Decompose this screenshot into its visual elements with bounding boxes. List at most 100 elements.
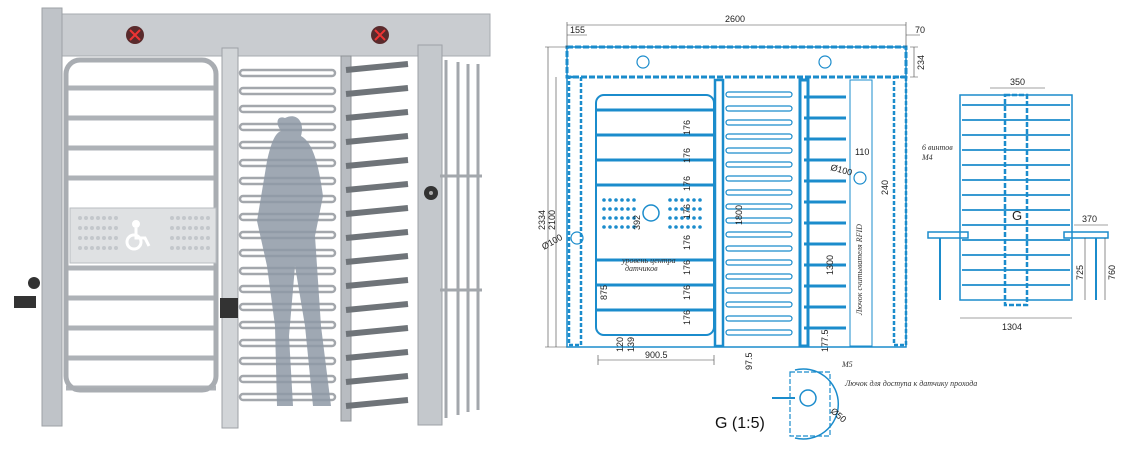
drawing-dot bbox=[680, 198, 684, 202]
perforation-dot bbox=[96, 236, 100, 240]
perforation-dot bbox=[114, 246, 118, 250]
dim-bar-spacing: 176 bbox=[682, 120, 692, 135]
left-post bbox=[41, 7, 63, 427]
perforation-dot bbox=[200, 216, 204, 220]
dim-rotor-height: 1300 bbox=[825, 255, 835, 275]
drawing-dot bbox=[698, 225, 702, 229]
drawing-middle-bar bbox=[725, 231, 793, 238]
drawing-dot bbox=[632, 225, 636, 229]
perforation-dot bbox=[176, 216, 180, 220]
drawing-middle-bar bbox=[725, 175, 793, 182]
perforation-dot bbox=[90, 246, 94, 250]
drawing-dot bbox=[626, 198, 630, 202]
no-entry-icon bbox=[126, 26, 144, 44]
dim-bar-spacing: 176 bbox=[682, 176, 692, 191]
perforation-dot bbox=[96, 226, 100, 230]
perforation-dot bbox=[96, 216, 100, 220]
rfid-reader bbox=[853, 171, 867, 185]
perforation-dot bbox=[194, 216, 198, 220]
drawing-bars bbox=[597, 91, 846, 336]
drawing-dot bbox=[620, 207, 624, 211]
rotor-arms bbox=[345, 61, 409, 409]
detail-access-note: Лючок для доступа к датчику прохода bbox=[844, 379, 977, 388]
perforation-dot bbox=[78, 236, 82, 240]
perforation-dot bbox=[90, 226, 94, 230]
drawing-dot bbox=[686, 198, 690, 202]
dim-middle-offset: 97.5 bbox=[744, 352, 754, 370]
perforation-dot bbox=[176, 246, 180, 250]
dim-bottom-gap-1: 120 bbox=[615, 337, 625, 352]
gate-bars bbox=[66, 85, 216, 391]
front-view-drawing: 2600 155 70 234 2334 2100 Ø100 Ø100 110 … bbox=[537, 14, 953, 370]
top-beam bbox=[47, 13, 491, 57]
drawing-dot bbox=[674, 216, 678, 220]
drawing-middle-bar bbox=[725, 217, 793, 224]
perforation-dot bbox=[182, 226, 186, 230]
dim-reader-width: 110 bbox=[855, 147, 869, 157]
drawing-dot bbox=[608, 225, 612, 229]
perforation-dot bbox=[176, 236, 180, 240]
drawing-dot bbox=[686, 216, 690, 220]
drawing-dot bbox=[680, 225, 684, 229]
perforation-dot bbox=[188, 236, 192, 240]
rotor-arm bbox=[345, 181, 409, 193]
dim-beam-height: 234 bbox=[916, 55, 926, 70]
dim-bar-spacing: 176 bbox=[682, 260, 692, 275]
drawing-dot bbox=[680, 216, 684, 220]
turnstile-photo bbox=[14, 7, 491, 429]
perforation-dot bbox=[176, 226, 180, 230]
perforation-dot bbox=[78, 216, 82, 220]
middle-bar bbox=[238, 86, 337, 96]
drawing-dot bbox=[602, 216, 606, 220]
drawing-middle-bar bbox=[725, 133, 793, 140]
detail-g: G (1:5) M5 Лючок для доступа к датчику п… bbox=[715, 360, 977, 440]
perforation-dot bbox=[114, 216, 118, 220]
perforation-dot bbox=[200, 226, 204, 230]
note-rfid-hatch: Лючок считывателя RFID bbox=[855, 224, 864, 316]
drawing-middle-bar bbox=[725, 189, 793, 196]
drawing-middle-bar bbox=[725, 119, 793, 126]
perforation-dot bbox=[102, 216, 106, 220]
person-silhouette bbox=[257, 116, 331, 407]
rotor-arm bbox=[345, 109, 409, 121]
drawing-dot bbox=[698, 198, 702, 202]
rotor-arm bbox=[345, 253, 409, 265]
perforation-dot bbox=[108, 226, 112, 230]
drawing-middle-bar bbox=[725, 273, 793, 280]
perforation-dot bbox=[206, 226, 210, 230]
detail-screw: M5 bbox=[841, 360, 853, 369]
dim-sensor-height: 875 bbox=[599, 285, 609, 300]
perforation-dot bbox=[182, 236, 186, 240]
drawing-dot bbox=[632, 207, 636, 211]
left-reader bbox=[570, 231, 584, 245]
perforation-dot bbox=[78, 246, 82, 250]
perforation-dot bbox=[108, 246, 112, 250]
perforation-dot bbox=[200, 236, 204, 240]
dim-panel-height: 392 bbox=[632, 215, 642, 230]
dim-top-width: 350 bbox=[1010, 77, 1025, 87]
rotor-arm bbox=[345, 205, 409, 217]
perforation-dot bbox=[188, 216, 192, 220]
dim-overall-width: 2600 bbox=[725, 14, 745, 24]
drawing-middle-bar bbox=[725, 147, 793, 154]
perforation-dot bbox=[84, 246, 88, 250]
drawing-dot bbox=[632, 198, 636, 202]
dim-bar-spacing: 176 bbox=[682, 310, 692, 325]
note-sensor-level: уровень центра bbox=[621, 256, 676, 265]
dim-bracket-width: 370 bbox=[1082, 214, 1097, 224]
perforation-dot bbox=[182, 216, 186, 220]
drawing-dot bbox=[632, 216, 636, 220]
drawing-middle-bar bbox=[725, 259, 793, 266]
dim-height-760: 760 bbox=[1107, 265, 1117, 280]
perforation-dot bbox=[170, 226, 174, 230]
drawing-dot bbox=[626, 225, 630, 229]
right-post bbox=[417, 44, 443, 426]
drawing-dot bbox=[692, 207, 696, 211]
note-screws-size: M4 bbox=[921, 153, 933, 162]
rotor-arm bbox=[345, 373, 409, 385]
detail-diameter: Ø50 bbox=[829, 406, 848, 425]
card-reader-icon bbox=[28, 186, 438, 289]
beam bbox=[565, 45, 908, 79]
